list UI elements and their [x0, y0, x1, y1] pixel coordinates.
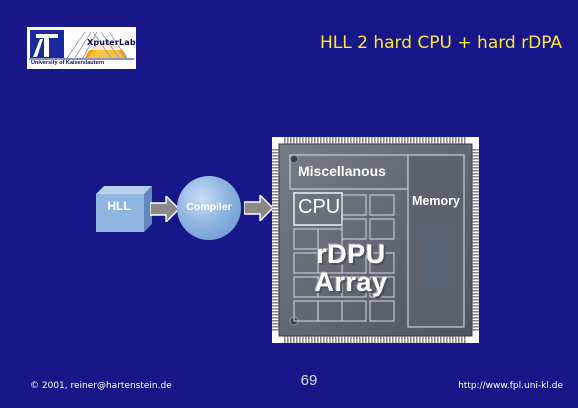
cpu-label: CPU — [298, 196, 341, 218]
footer-url: http://www.fpl.uni-kl.de — [458, 381, 563, 391]
hll-label: HLL — [107, 199, 131, 213]
rdpu-label-line1: rDPU — [316, 239, 386, 269]
miscellaneous-label: Miscellanous — [298, 163, 386, 179]
compiler-label: Compiler — [186, 201, 232, 213]
rdpu-label-line2: Array — [314, 267, 388, 297]
chip-image — [272, 137, 479, 343]
copyright-text: 2001, reiner@hartenstein.de — [41, 381, 172, 391]
logo-lab-text: XputerLab — [87, 38, 136, 47]
logo-graphic — [27, 27, 136, 69]
hll-box — [96, 186, 152, 232]
logo-university-text: University of Kaiserslautern — [31, 60, 105, 66]
slide-title: HLL 2 hard CPU + hard rDPA — [320, 33, 562, 53]
memory-label: Memory — [412, 194, 460, 208]
footer-copyright: © 2001, reiner@hartenstein.de — [30, 381, 172, 391]
copyright-symbol: © — [30, 381, 39, 391]
arrow-right-icon — [150, 196, 180, 222]
xputerlab-logo: XputerLab University of Kaiserslautern — [27, 27, 136, 69]
compiler-node — [177, 176, 241, 240]
rdpu-array-label: rDPU Array — [296, 240, 406, 296]
page-number: 69 — [300, 372, 318, 389]
arrow-right-icon — [244, 195, 274, 221]
chip-graphic — [272, 137, 479, 343]
